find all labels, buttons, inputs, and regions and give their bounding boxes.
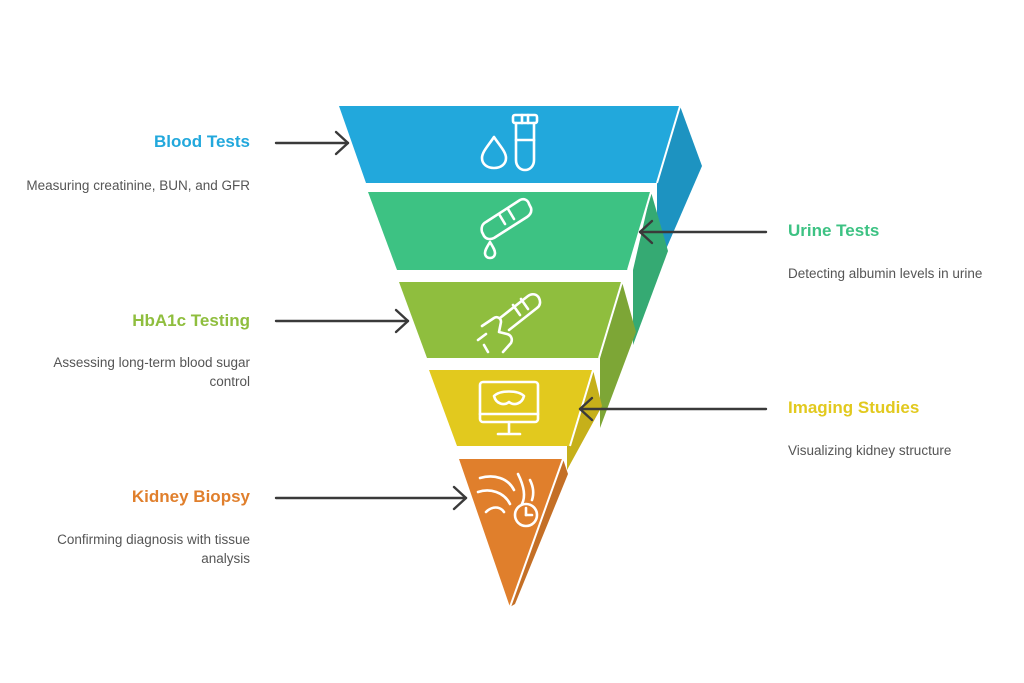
blood-tests-title: Blood Tests xyxy=(153,132,250,151)
urine-tests-title: Urine Tests xyxy=(788,221,880,240)
kidney-biopsy-title: Kidney Biopsy xyxy=(131,487,250,506)
arrow-urine-tests xyxy=(638,219,768,245)
arrow-hba1c-testing xyxy=(274,308,410,334)
layer-imaging-front xyxy=(429,370,593,446)
finger-prick-glucose-icon xyxy=(476,292,542,354)
layer-biopsy-side-shade xyxy=(510,459,568,607)
layer-biopsy-edge xyxy=(509,458,564,608)
layer-hba1c-front xyxy=(399,282,622,358)
layer-urine-tests xyxy=(368,191,668,345)
layer-biopsy-side xyxy=(510,459,568,607)
layer-imaging-studies xyxy=(429,369,602,470)
layer-hba1c-side-shade xyxy=(600,282,636,428)
arrow-blood-tests xyxy=(274,130,350,156)
layer-urine-side xyxy=(633,192,668,345)
layer-blood-edge xyxy=(656,105,681,184)
layer-imaging-side-shade xyxy=(567,370,602,470)
tissue-sample-icon xyxy=(476,472,539,528)
layer-imaging-side xyxy=(567,370,602,470)
arrow-kidney-biopsy xyxy=(274,485,468,511)
layer-kidney-biopsy xyxy=(459,458,568,608)
hba1c-testing-description: Assessing long-term blood sugar control xyxy=(53,355,250,389)
urine-tests-description: Detecting albumin levels in urine xyxy=(788,266,983,281)
arrow-imaging-studies xyxy=(578,396,768,422)
layer-hba1c-side xyxy=(600,282,636,428)
layer-urine-side-shade xyxy=(633,192,668,345)
urine-dropper-icon xyxy=(480,197,533,260)
imaging-studies-description: Visualizing kidney structure xyxy=(788,443,952,458)
blood-tests-description: Measuring creatinine, BUN, and GFR xyxy=(26,178,250,193)
layer-hba1c-testing xyxy=(399,281,636,428)
hba1c-testing-title: HbA1c Testing xyxy=(132,311,250,330)
layer-urine-front xyxy=(368,192,651,270)
kidney-biopsy-description: Confirming diagnosis with tissue analysi… xyxy=(57,532,250,566)
layer-blood-tests xyxy=(339,105,702,270)
monitor-kidney-icon xyxy=(478,380,540,436)
test-tube-drop-icon xyxy=(480,113,539,172)
layer-hba1c-edge xyxy=(598,281,623,359)
layer-blood-front xyxy=(339,106,680,183)
layer-biopsy-front xyxy=(459,459,563,607)
imaging-studies-title: Imaging Studies xyxy=(788,398,920,417)
